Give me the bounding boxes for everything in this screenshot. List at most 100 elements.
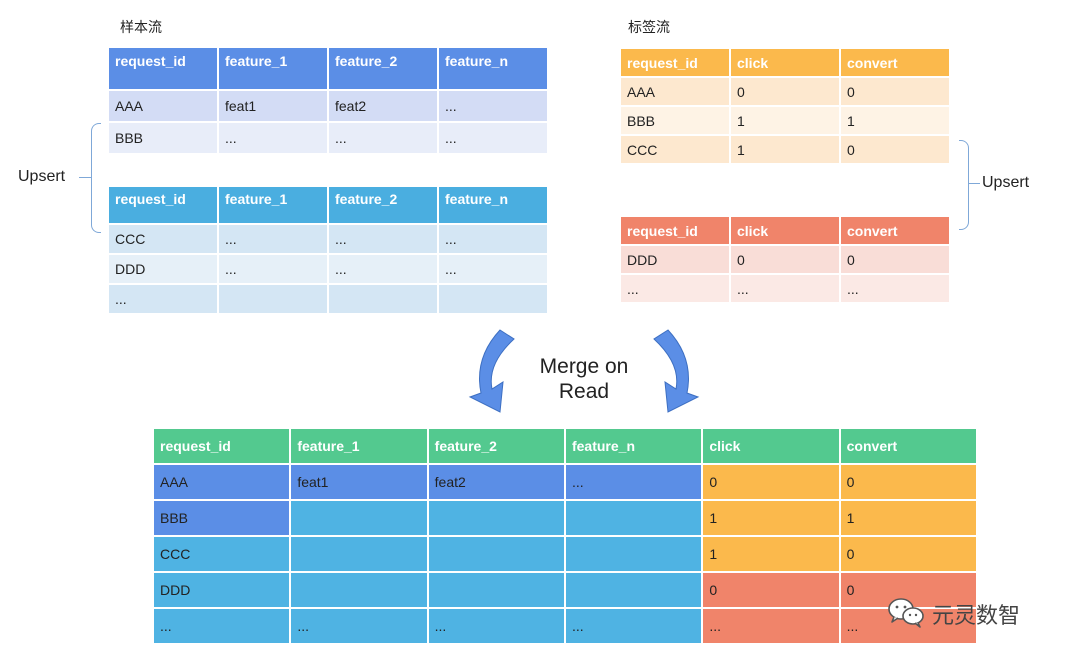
label-table-b: request_id click convert DDD 0 0 ... ...… <box>619 215 951 304</box>
column-header: convert <box>841 49 949 76</box>
column-header: feature_n <box>565 429 702 463</box>
table-cell: 0 <box>840 465 976 499</box>
upsert-bracket-right <box>959 140 969 230</box>
table-header-row: request_id click convert <box>621 49 949 76</box>
merge-arrow-left-icon <box>468 329 515 413</box>
table-cell: 1 <box>840 501 976 535</box>
sample-table-a: request_id feature_1 feature_2 feature_n… <box>107 46 549 155</box>
table-row: ... <box>109 285 547 313</box>
upsert-bracket-left <box>91 123 101 233</box>
table-cell: AAA <box>109 91 217 121</box>
table-cell: 1 <box>703 537 839 571</box>
table-cell: BBB <box>154 501 290 535</box>
table-cell: ... <box>219 255 327 283</box>
column-header: feature_1 <box>219 48 327 89</box>
merge-on-read-label: Merge on Read <box>522 354 646 404</box>
table-cell: 1 <box>731 136 839 163</box>
table-cell: ... <box>621 275 729 302</box>
table-row: AAA 0 0 <box>621 78 949 105</box>
table-cell: feat1 <box>291 465 427 499</box>
column-header: feature_n <box>439 48 547 89</box>
merge-arrow-right-icon <box>653 329 700 413</box>
column-header: click <box>703 429 839 463</box>
table-cell: 0 <box>731 246 839 273</box>
column-header: feature_1 <box>291 429 427 463</box>
merge-label-line2: Read <box>558 380 610 403</box>
sample-table-b: request_id feature_1 feature_2 feature_n… <box>107 185 549 315</box>
table-header-row: request_id click convert <box>621 217 949 244</box>
merged-table: request_id feature_1 feature_2 feature_n… <box>152 427 978 645</box>
table-cell: feat2 <box>329 91 437 121</box>
upsert-label-left: Upsert <box>18 168 66 185</box>
column-header: feature_1 <box>219 187 327 223</box>
column-header: request_id <box>621 49 729 76</box>
table-row: BBB ... ... ... <box>109 123 547 153</box>
table-cell: ... <box>428 609 564 643</box>
column-header: request_id <box>109 187 217 223</box>
table-cell: ... <box>329 255 437 283</box>
table-cell: 1 <box>841 107 949 134</box>
table-cell: 0 <box>703 573 839 607</box>
table-cell: 0 <box>841 78 949 105</box>
column-header: request_id <box>154 429 290 463</box>
table-cell: ... <box>154 609 290 643</box>
table-cell: ... <box>841 275 949 302</box>
table-cell: ... <box>565 465 702 499</box>
table-cell: AAA <box>621 78 729 105</box>
table-cell <box>565 501 702 535</box>
table-row: ... ... ... ... ... ... <box>154 609 976 643</box>
column-header: request_id <box>621 217 729 244</box>
table-cell: 0 <box>703 465 839 499</box>
table-cell: ... <box>731 275 839 302</box>
table-cell: feat1 <box>219 91 327 121</box>
table-row: AAA feat1 feat2 ... <box>109 91 547 121</box>
table-cell: DDD <box>621 246 729 273</box>
table-cell: CCC <box>154 537 290 571</box>
table-row: DDD ... ... ... <box>109 255 547 283</box>
table-cell: 0 <box>841 136 949 163</box>
table-cell: ... <box>329 225 437 253</box>
table-cell <box>219 285 327 313</box>
table-row: DDD 0 0 <box>154 573 976 607</box>
watermark-text: 元灵数智 <box>932 604 1021 629</box>
table-cell: ... <box>439 255 547 283</box>
label-stream-title: 标签流 <box>628 20 670 36</box>
table-cell <box>439 285 547 313</box>
table-row: BBB 1 1 <box>154 501 976 535</box>
table-cell <box>428 573 564 607</box>
table-cell: BBB <box>621 107 729 134</box>
column-header: request_id <box>109 48 217 89</box>
table-row: CCC ... ... ... <box>109 225 547 253</box>
table-cell <box>565 573 702 607</box>
table-row: ... ... ... <box>621 275 949 302</box>
column-header: feature_2 <box>329 48 437 89</box>
upsert-bracket-tick <box>79 177 91 178</box>
column-header: click <box>731 49 839 76</box>
table-cell: 0 <box>841 246 949 273</box>
table-cell <box>291 501 427 535</box>
table-row: DDD 0 0 <box>621 246 949 273</box>
sample-stream-title: 样本流 <box>120 20 162 36</box>
wechat-icon <box>888 598 924 628</box>
column-header: feature_2 <box>428 429 564 463</box>
table-cell: ... <box>439 123 547 153</box>
table-cell: ... <box>439 225 547 253</box>
table-cell: AAA <box>154 465 290 499</box>
table-cell <box>291 537 427 571</box>
table-cell: 1 <box>703 501 839 535</box>
table-cell <box>291 573 427 607</box>
table-cell: ... <box>329 123 437 153</box>
table-header-row: request_id feature_1 feature_2 feature_n <box>109 48 547 89</box>
column-header: feature_n <box>439 187 547 223</box>
upsert-bracket-tick <box>968 183 980 184</box>
table-cell <box>329 285 437 313</box>
table-cell <box>565 537 702 571</box>
table-cell <box>428 501 564 535</box>
table-cell: ... <box>219 123 327 153</box>
table-row: BBB 1 1 <box>621 107 949 134</box>
label-table-a: request_id click convert AAA 0 0 BBB 1 1… <box>619 47 951 165</box>
table-cell: 0 <box>731 78 839 105</box>
column-header: convert <box>841 217 949 244</box>
table-cell: 1 <box>731 107 839 134</box>
column-header: click <box>731 217 839 244</box>
